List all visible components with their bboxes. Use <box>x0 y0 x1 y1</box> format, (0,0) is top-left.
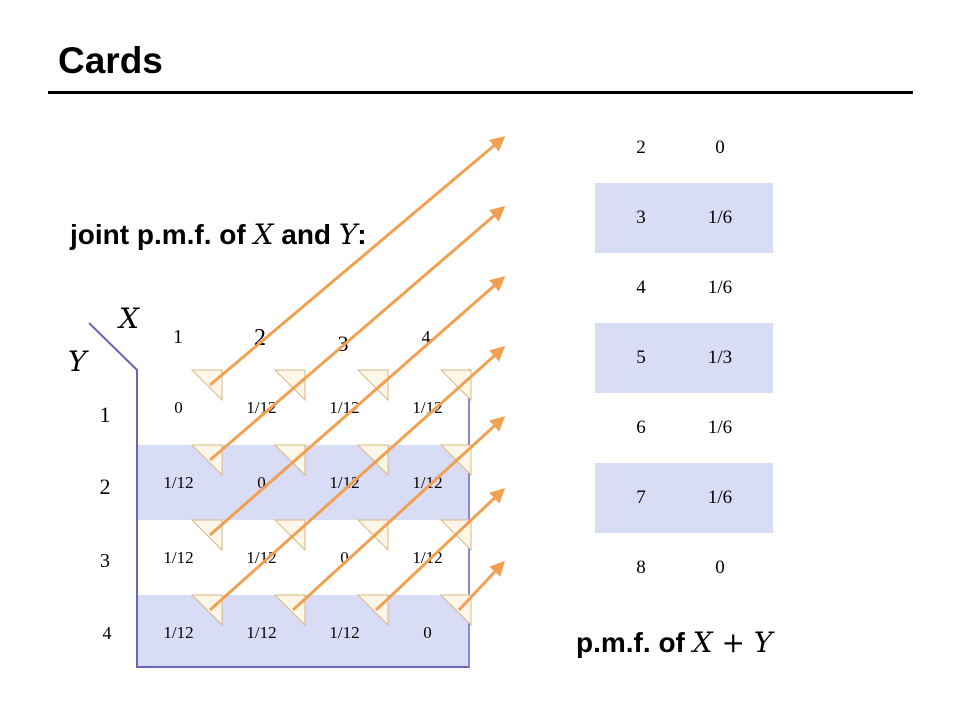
table-cell: 1/12 <box>329 472 360 492</box>
pmf-value: 7 <box>636 487 646 508</box>
triangle-marker <box>356 369 389 402</box>
triangle-marker <box>356 594 389 627</box>
triangle-marker <box>356 444 389 477</box>
pmf-row: 4 1/6 <box>595 253 773 323</box>
pmf-prob: 1/6 <box>707 207 733 228</box>
pmf-value: 4 <box>636 277 646 298</box>
corner-diagonal <box>88 322 138 371</box>
sum-arrows <box>209 136 506 612</box>
triangle-marker <box>190 444 223 477</box>
x-axis-label: X <box>119 302 139 335</box>
pmf-value: 3 <box>636 207 646 228</box>
table-cell: 1/12 <box>246 397 277 417</box>
sum-heading-expr: X + Y <box>692 626 773 659</box>
pmf-prob: 1/6 <box>707 487 733 508</box>
triangle-marker <box>273 594 306 627</box>
joint-pmf-heading: joint p.m.f. of X and Y: <box>70 218 367 251</box>
arrow-sum-6 <box>291 415 506 612</box>
pmf-prob: 0 <box>715 557 725 578</box>
pmf-row: 6 1/6 <box>595 393 773 463</box>
column-header-3: 3 <box>337 331 349 356</box>
pmf-value: 2 <box>636 137 646 158</box>
pmf-row: 7 1/6 <box>595 463 773 533</box>
joint-heading-prefix: joint p.m.f. of <box>70 219 254 250</box>
joint-heading-mid: and <box>273 219 339 250</box>
pmf-value: 5 <box>636 347 646 368</box>
joint-heading-x: X <box>253 218 274 251</box>
joint-heading-suffix: : <box>357 219 367 250</box>
row-header-3: 3 <box>100 550 110 572</box>
pmf-value: 8 <box>636 557 646 578</box>
y-axis-label: Y <box>68 345 87 378</box>
triangle-marker <box>273 369 306 402</box>
page-title: Cards <box>58 40 163 81</box>
joint-heading-y: Y <box>338 218 358 251</box>
column-header-1: 1 <box>173 326 183 348</box>
row-header-1: 1 <box>99 402 111 427</box>
table-cell: 0 <box>423 622 432 642</box>
table-cell: 1/12 <box>329 622 360 642</box>
pmf-prob: 0 <box>715 137 725 158</box>
pmf-prob: 1/6 <box>707 417 733 438</box>
triangle-marker <box>273 519 306 552</box>
title-divider <box>48 91 913 94</box>
row-header-2: 2 <box>99 474 111 499</box>
table-cell: 1/12 <box>163 472 194 492</box>
arrow-sum-3 <box>209 206 506 462</box>
table-cell: 1/12 <box>163 622 194 642</box>
arrow-sum-4 <box>209 276 506 537</box>
pmf-row: 2 0 <box>595 113 773 183</box>
table-cell: 1/12 <box>163 547 194 567</box>
triangle-marker <box>439 369 472 402</box>
triangle-marker <box>190 369 223 402</box>
joint-table-border <box>136 369 470 668</box>
pmf-row: 5 1/3 <box>595 323 773 393</box>
pmf-prob: 1/3 <box>707 347 733 368</box>
triangle-marker <box>190 519 223 552</box>
table-cell: 0 <box>340 547 349 567</box>
triangle-marker <box>190 594 223 627</box>
sum-heading-prefix: p.m.f. of <box>576 627 693 658</box>
table-cell: 1/12 <box>412 472 443 492</box>
pmf-value: 6 <box>636 417 646 438</box>
pmf-prob: 1/6 <box>707 277 733 298</box>
column-header-4: 4 <box>421 327 431 347</box>
row-header-4: 4 <box>102 623 112 643</box>
pmf-row: 3 1/6 <box>595 183 773 253</box>
arrow-sum-8 <box>457 560 506 612</box>
sum-pmf-heading: p.m.f. of X + Y <box>576 626 772 659</box>
triangle-marker <box>273 444 306 477</box>
table-cell: 1/12 <box>412 397 443 417</box>
table-cell: 0 <box>257 472 266 492</box>
arrow-sum-7 <box>374 487 506 612</box>
arrow-sum-5 <box>209 346 506 612</box>
arrow-sum-2 <box>209 136 506 387</box>
pmf-row: 8 0 <box>595 533 773 603</box>
table-cell: 0 <box>174 397 183 417</box>
table-cell: 1/12 <box>246 547 277 567</box>
triangle-markers <box>190 369 472 627</box>
triangle-marker <box>439 594 472 627</box>
table-cell: 1/12 <box>246 622 277 642</box>
